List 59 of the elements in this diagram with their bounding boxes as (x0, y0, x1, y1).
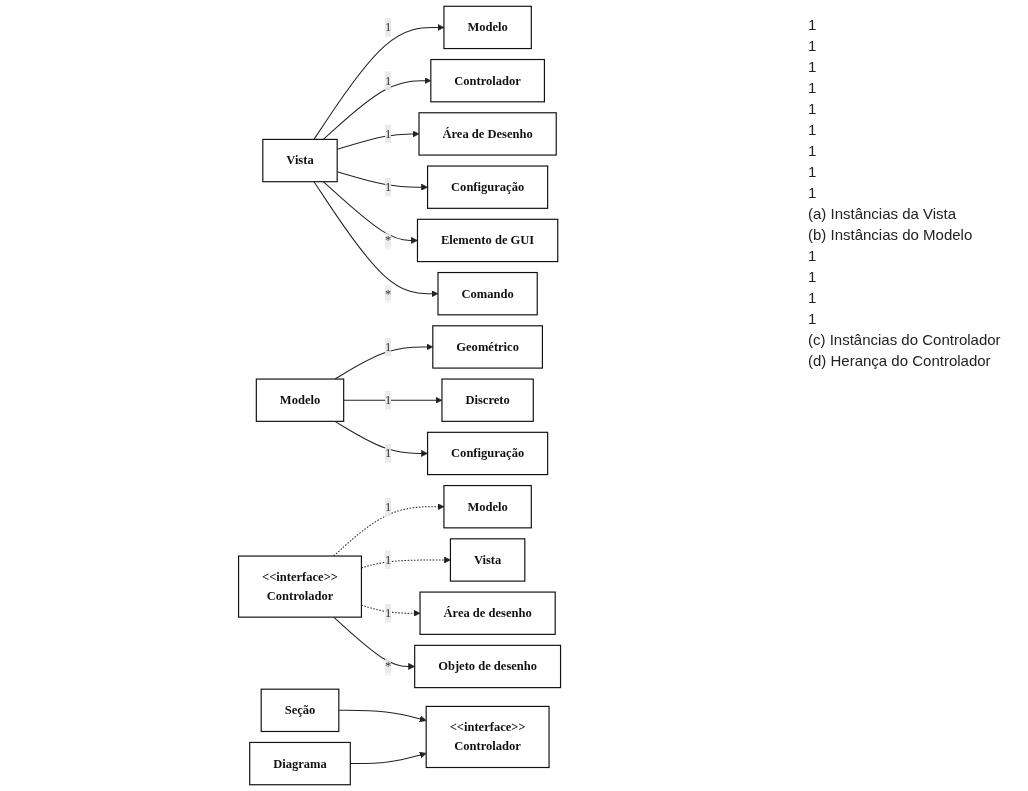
node-box: Elemento de GUI (417, 218, 559, 263)
multiplicity-label: 1 (808, 58, 818, 75)
multiplicity-label: 1 (808, 310, 818, 327)
multiplicity-label: 1 (808, 247, 818, 264)
node-box: Controlador (430, 58, 546, 103)
arrow (334, 343, 434, 380)
arrow (333, 503, 445, 557)
node-box: Modelo (256, 378, 345, 422)
arrow (333, 616, 416, 670)
edge-label: 1 (385, 126, 392, 141)
edge-label: 1 (385, 73, 392, 87)
edge-label: 1 (385, 499, 392, 513)
edge-label: 1 (385, 446, 392, 460)
node-box: Objeto de desenho (414, 644, 562, 689)
multiplicity-label: 1 (808, 37, 818, 54)
node-box: Modelo (443, 5, 533, 50)
arrow (334, 420, 429, 457)
node-box: Vista (450, 538, 526, 582)
node-box: Área de desenho (419, 591, 557, 635)
caption: (d) Herança do Controlador (808, 352, 992, 369)
node-box: <<interface>> Controlador (426, 705, 551, 769)
arrow (337, 130, 420, 150)
multiplicity-label: 1 (808, 16, 818, 33)
edge-label: * (385, 286, 392, 300)
edge-label: 1 (385, 20, 392, 34)
node-box: Área de Desenho (418, 112, 558, 156)
multiplicity-label: 1 (808, 121, 818, 138)
multiplicity-label: 1 (808, 184, 818, 201)
node-box: Discreto (441, 378, 535, 422)
arrow (337, 171, 429, 191)
edge-label: 1 (385, 606, 392, 620)
arrow (350, 751, 427, 765)
node-box: Diagrama (249, 741, 352, 786)
arrow (313, 23, 445, 140)
edge-label: 1 (385, 393, 392, 407)
edge-label: * (385, 659, 392, 673)
caption: (b) Instâncias do Modelo (808, 226, 974, 243)
edge-label: 1 (385, 180, 392, 194)
node-box: Geométrico (432, 325, 544, 369)
node-box: <<interface>> Controlador (238, 555, 363, 618)
node-box: Modelo (443, 484, 533, 529)
caption: (a) Instâncias da Vista (808, 205, 958, 222)
node-box: Seção (261, 688, 340, 733)
arrow (323, 77, 432, 140)
edge-label: * (385, 233, 392, 247)
multiplicity-label: 1 (808, 79, 818, 96)
multiplicity-label: 1 (808, 142, 818, 159)
edge-label: 1 (385, 339, 392, 354)
multiplicity-label: 1 (808, 163, 818, 180)
arrow (361, 604, 421, 617)
edge-label: 1 (385, 552, 392, 567)
node-box: Configuração (427, 165, 549, 209)
caption: (c) Instâncias do Controlador (808, 331, 1002, 348)
node-box: Vista (262, 138, 339, 183)
node-box: Configuração (427, 431, 549, 476)
multiplicity-label: 1 (808, 100, 818, 117)
node-box: Comando (437, 271, 539, 316)
multiplicity-label: 1 (808, 268, 818, 285)
multiplicity-label: 1 (808, 289, 818, 306)
